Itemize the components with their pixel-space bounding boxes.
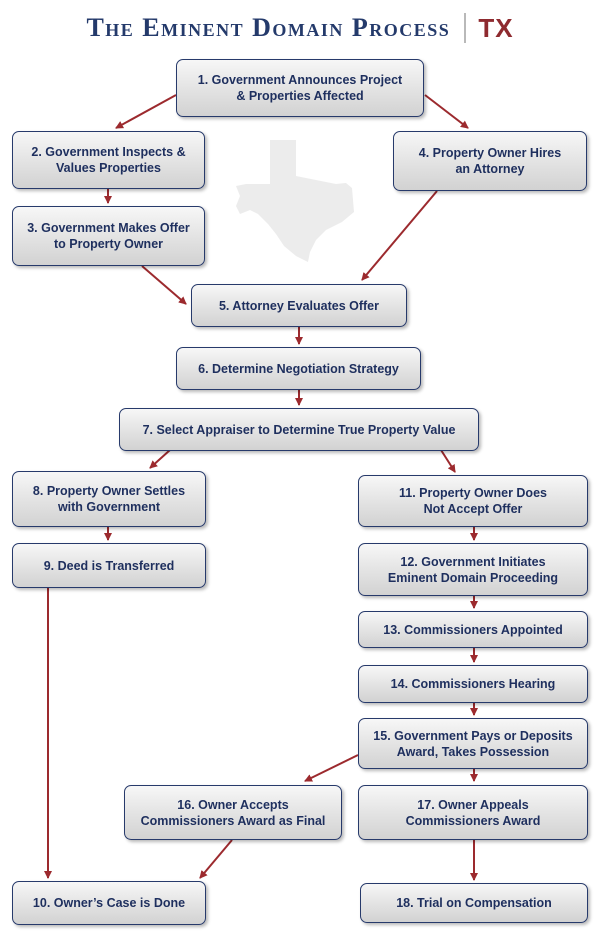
step-1-government-announces-project: 1. Government Announces Project & Proper… <box>176 59 424 117</box>
step-15-government-pays-deposits: 15. Government Pays or Deposits Award, T… <box>358 718 588 769</box>
step-10-owners-case-done: 10. Owner’s Case is Done <box>12 881 206 925</box>
step-6-negotiation-strategy: 6. Determine Negotiation Strategy <box>176 347 421 390</box>
arrow-7-8 <box>149 449 171 469</box>
step-11-owner-does-not-accept: 11. Property Owner Does Not Accept Offer <box>358 475 588 527</box>
step-12-government-initiates-proceeding: 12. Government Initiates Eminent Domain … <box>358 543 588 596</box>
title-text: The Eminent Domain Process <box>86 13 451 42</box>
step-3-government-makes-offer: 3. Government Makes Offer to Property Ow… <box>12 206 205 266</box>
title-state: TX <box>478 12 514 43</box>
step-17-owner-appeals-award: 17. Owner Appeals Commissioners Award <box>358 785 588 840</box>
arrow-1-4 <box>424 94 469 129</box>
title-divider <box>464 13 467 43</box>
step-13-commissioners-appointed: 13. Commissioners Appointed <box>358 611 588 648</box>
step-4-owner-hires-attorney: 4. Property Owner Hires an Attorney <box>393 131 587 191</box>
step-8-owner-settles: 8. Property Owner Settles with Governmen… <box>12 471 206 527</box>
step-5-attorney-evaluates-offer: 5. Attorney Evaluates Offer <box>191 284 407 327</box>
step-18-trial-on-compensation: 18. Trial on Compensation <box>360 883 588 923</box>
arrow-7-11 <box>440 449 456 473</box>
step-2-government-inspects: 2. Government Inspects & Values Properti… <box>12 131 205 189</box>
arrow-4-5 <box>361 190 438 281</box>
step-14-commissioners-hearing: 14. Commissioners Hearing <box>358 665 588 703</box>
page-title: The Eminent Domain Process TX <box>0 8 600 48</box>
step-9-deed-transferred: 9. Deed is Transferred <box>12 543 206 588</box>
step-7-select-appraiser: 7. Select Appraiser to Determine True Pr… <box>119 408 479 451</box>
arrow-16-10 <box>199 839 233 879</box>
arrow-3-5 <box>141 265 187 305</box>
step-16-owner-accepts-award: 16. Owner Accepts Commissioners Award as… <box>124 785 342 840</box>
arrow-1-2 <box>115 94 177 129</box>
arrow-15-16 <box>304 754 359 782</box>
